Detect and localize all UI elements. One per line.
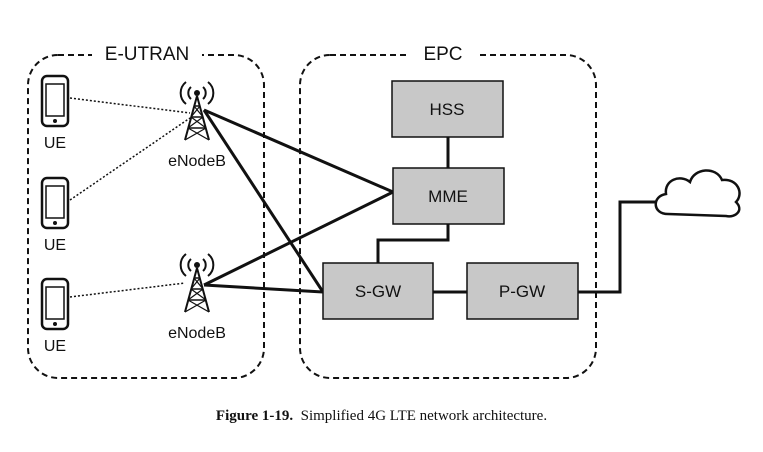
enodeb-2-label: eNodeB	[168, 325, 226, 342]
ue-2: UE	[40, 176, 70, 254]
enodeb-1: eNodeB	[168, 81, 226, 170]
epc-group-box	[299, 54, 597, 379]
hss-node: HSS	[391, 80, 504, 138]
eutran-group-box	[27, 54, 265, 379]
enb2-sgw-link	[203, 283, 324, 294]
phone-icon	[40, 74, 70, 128]
ue2-radio-link	[69, 117, 191, 201]
ue3-radio-link	[69, 282, 186, 298]
mme-label: MME	[428, 187, 468, 206]
figure-caption-label: Figure 1-19.	[215, 408, 294, 424]
ue-1-label: UE	[44, 135, 66, 152]
epc-label: EPC	[423, 44, 462, 65]
pgw-label: P-GW	[499, 282, 545, 301]
pgw-node: P-GW	[466, 262, 579, 320]
ue1-radio-link	[69, 97, 191, 114]
eutran-label: E-UTRAN	[105, 44, 189, 65]
enb2-mme-link	[203, 190, 394, 287]
ue-3-label: UE	[44, 338, 66, 355]
enb1-mme-link	[203, 108, 394, 194]
phone-icon	[40, 176, 70, 230]
enodeb-1-label: eNodeB	[168, 153, 226, 170]
hss-label: HSS	[430, 100, 465, 119]
figure-caption: Figure 1-19. Simplified 4G LTE network a…	[0, 408, 763, 425]
cloud-icon	[654, 169, 741, 218]
figure-caption-text: Simplified 4G LTE network architecture.	[300, 408, 548, 424]
pgw-internet-link	[578, 200, 660, 294]
enb1-sgw-link	[202, 109, 325, 293]
ue-1: UE	[40, 74, 70, 152]
ue-3: UE	[40, 277, 70, 355]
mme-sgw-link	[376, 224, 450, 263]
ue-2-label: UE	[44, 237, 66, 254]
mme-node: MME	[392, 167, 505, 225]
sgw-node: S-GW	[322, 262, 434, 320]
phone-icon	[40, 277, 70, 331]
enodeb-2: eNodeB	[168, 253, 226, 342]
sgw-label: S-GW	[355, 282, 401, 301]
